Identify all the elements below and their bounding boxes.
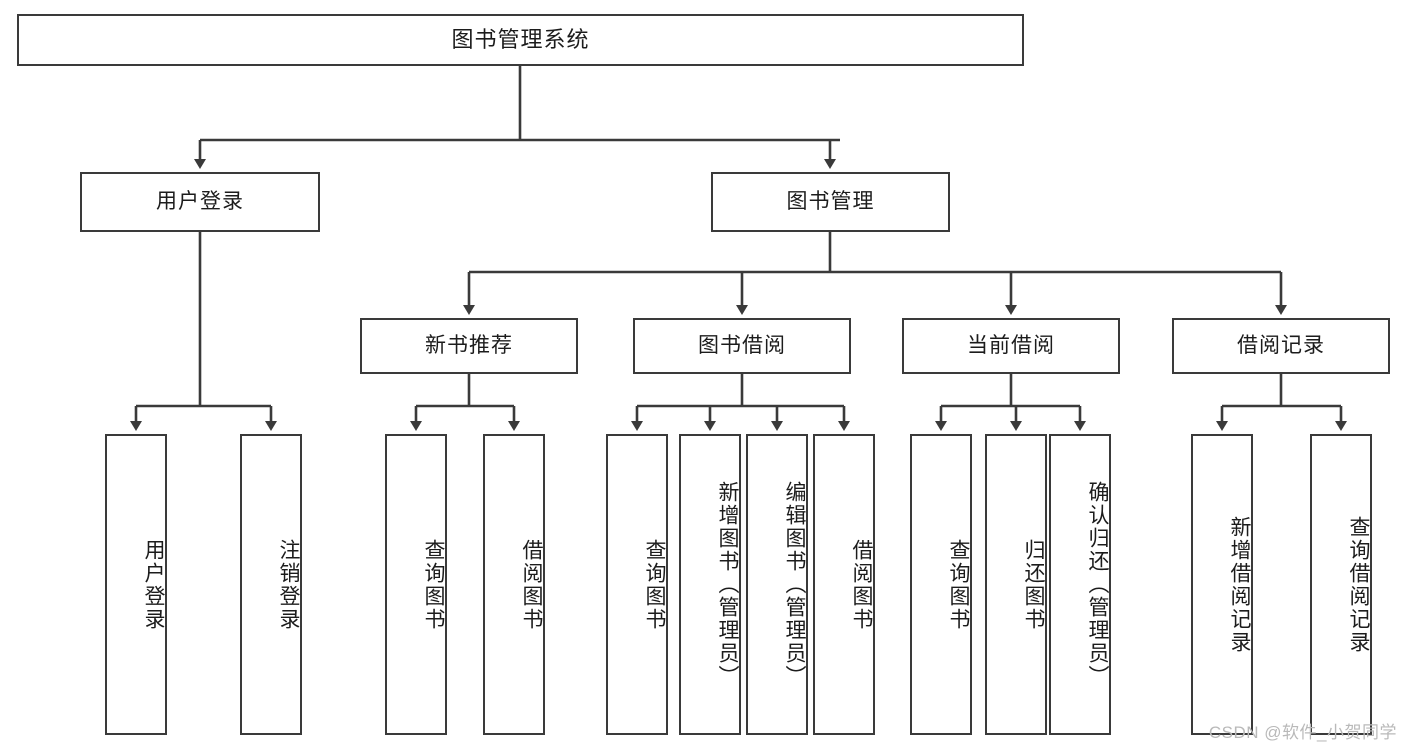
node-user-login[interactable]: 用户登录 [80,172,320,232]
node-label: 新增借阅记录 [1228,515,1251,654]
node-label: 图书借阅 [698,333,786,357]
node-leaf-query-book-recommend[interactable]: 查询图书 [385,434,447,735]
node-label: 查询借阅记录 [1347,515,1370,654]
node-label: 归还图书 [1022,538,1045,631]
node-label: 查询图书 [422,538,445,631]
node-label: 借阅图书 [850,538,873,631]
node-label: 编辑图书（管理员） [783,481,806,688]
node-leaf-borrow-book[interactable]: 借阅图书 [813,434,875,735]
node-current-borrow[interactable]: 当前借阅 [902,318,1120,374]
node-leaf-user-login[interactable]: 用户登录 [105,434,167,735]
node-new-book-recommend[interactable]: 新书推荐 [360,318,578,374]
node-label: 图书管理 [786,189,875,213]
node-label: 当前借阅 [967,333,1055,357]
node-leaf-query-book-borrow[interactable]: 查询图书 [606,434,668,735]
node-label: 借阅图书 [520,538,543,631]
node-leaf-edit-book-admin[interactable]: 编辑图书（管理员） [746,434,808,735]
node-label: 确认归还（管理员） [1086,481,1109,688]
node-leaf-add-borrow-record[interactable]: 新增借阅记录 [1191,434,1253,735]
node-label: 查询图书 [643,538,666,631]
node-label: 新增图书（管理员） [716,481,739,688]
node-label: 借阅记录 [1237,333,1325,357]
node-label: 查询图书 [947,538,970,631]
node-book-borrow[interactable]: 图书借阅 [633,318,851,374]
node-leaf-query-borrow-record[interactable]: 查询借阅记录 [1310,434,1372,735]
node-leaf-borrow-book-recommend[interactable]: 借阅图书 [483,434,545,735]
node-root-system[interactable]: 图书管理系统 [17,14,1024,66]
node-label: 用户登录 [142,538,165,631]
node-label: 注销登录 [277,538,300,631]
watermark-text: CSDN @软件_小贺同学 [1208,723,1397,742]
node-label: 新书推荐 [425,333,513,357]
node-borrow-record[interactable]: 借阅记录 [1172,318,1390,374]
node-leaf-return-book[interactable]: 归还图书 [985,434,1047,735]
node-label: 用户登录 [156,189,244,213]
node-book-management[interactable]: 图书管理 [711,172,950,232]
node-leaf-add-book-admin[interactable]: 新增图书（管理员） [679,434,741,735]
node-leaf-query-book-current[interactable]: 查询图书 [910,434,972,735]
node-label: 图书管理系统 [451,27,590,53]
node-leaf-logout[interactable]: 注销登录 [240,434,302,735]
node-leaf-confirm-return-admin[interactable]: 确认归还（管理员） [1049,434,1111,735]
